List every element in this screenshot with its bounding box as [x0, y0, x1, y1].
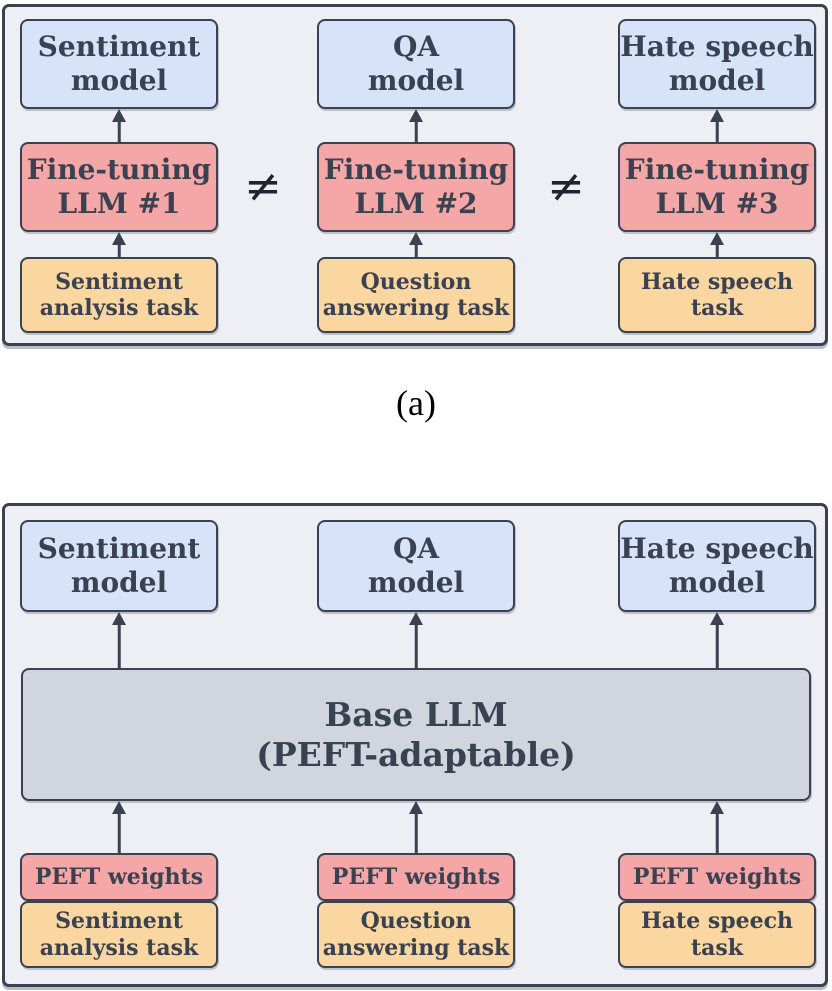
hate-speech-task-box: Hate speech task [618, 257, 816, 333]
caption-a: (a) [396, 383, 436, 423]
sentiment-task-box: Sentiment analysis task [20, 901, 218, 968]
sentiment-task-box: Sentiment analysis task [20, 257, 218, 333]
hate-speech-model-box: Hate speech model [618, 520, 816, 612]
peft-weights-box: PEFT weights [317, 853, 515, 901]
panel-a: Sentiment model Fine-tuning LLM #1 Senti… [2, 4, 828, 346]
panel-b: Sentiment model QA model Hate speech mod… [2, 503, 828, 987]
up-arrow-icon [409, 232, 423, 257]
up-arrow-icon [710, 801, 724, 853]
not-equal-symbol: ≠ [547, 159, 585, 213]
qa-model-box: QA model [317, 520, 515, 612]
finetune-llm1-box: Fine-tuning LLM #1 [20, 142, 218, 232]
finetune-llm3-box: Fine-tuning LLM #3 [618, 142, 816, 232]
up-arrow-icon [409, 612, 423, 668]
peft-weights-box: PEFT weights [20, 853, 218, 901]
not-equal-symbol: ≠ [244, 159, 282, 213]
up-arrow-icon [112, 109, 126, 142]
up-arrow-icon [710, 232, 724, 257]
up-arrow-icon [710, 109, 724, 142]
base-llm-box: Base LLM (PEFT-adaptable) [21, 668, 811, 801]
up-arrow-icon [112, 612, 126, 668]
sentiment-model-box: Sentiment model [20, 19, 218, 109]
up-arrow-icon [409, 801, 423, 853]
qa-task-box: Question answering task [317, 257, 515, 333]
qa-task-box: Question answering task [317, 901, 515, 968]
up-arrow-icon [710, 612, 724, 668]
sentiment-model-box: Sentiment model [20, 520, 218, 612]
peft-weights-box: PEFT weights [618, 853, 816, 901]
up-arrow-icon [409, 109, 423, 142]
hate-speech-model-box: Hate speech model [618, 19, 816, 109]
hate-speech-task-box: Hate speech task [618, 901, 816, 968]
up-arrow-icon [112, 232, 126, 257]
finetune-llm2-box: Fine-tuning LLM #2 [317, 142, 515, 232]
qa-model-box: QA model [317, 19, 515, 109]
up-arrow-icon [112, 801, 126, 853]
